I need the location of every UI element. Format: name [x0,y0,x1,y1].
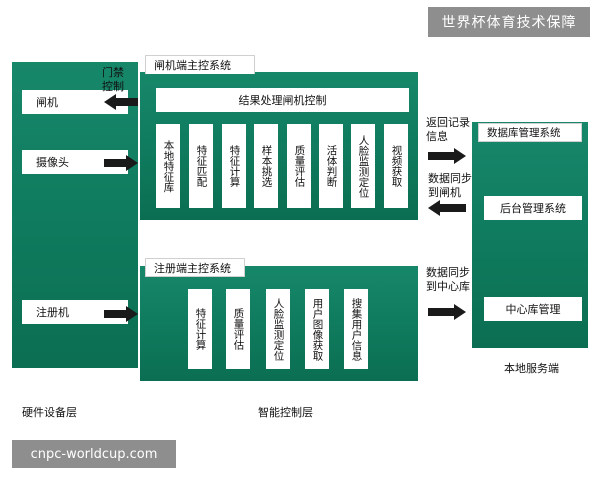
watermark-bottom: cnpc-worldcup.com [12,440,176,468]
sync-to-gate-arrow [428,200,466,216]
gate-module-feature-calc: 特征计算 [222,124,246,208]
gate-module-face-detect: 人脸监测定位 [351,124,375,208]
door-control-label: 门禁 控制 [102,66,124,93]
db-management-title: 数据库管理系统 [478,123,582,142]
camera-to-gate-arrow [104,155,138,171]
gate-module-sample-select: 样本挑选 [254,124,278,208]
result-processing-bar: 结果处理闸机控制 [156,88,409,112]
central-db-management-box: 中心库管理 [484,297,582,321]
sync-to-center-arrow [428,304,466,320]
gate-module-liveness: 活体判断 [319,124,343,208]
reg-module-user-info: 搜集用户信息 [344,289,368,369]
gate-module-video-capture: 视频获取 [384,124,408,208]
reg-module-feature-calc: 特征计算 [188,289,212,369]
reg-module-face-detect: 人脸监测定位 [266,289,290,369]
gate-module-feature-match: 特征匹配 [189,124,213,208]
door-control-arrow [104,94,138,110]
sync-to-center-label: 数据同步 到中心库 [426,266,470,293]
gate-module-local-feature-lib: 本地特征库 [156,124,180,208]
local-server-caption: 本地服务端 [504,362,559,375]
register-control-title: 注册端主控系统 [145,258,245,277]
backend-management-box: 后台管理系统 [484,196,582,220]
register-to-control-arrow [104,306,138,322]
sync-to-gate-label: 数据同步 到闸机 [428,172,472,199]
return-record-arrow [428,148,466,164]
reg-module-user-image: 用户图像获取 [305,289,329,369]
gate-control-title: 闸机端主控系统 [145,55,255,74]
gate-module-quality-eval: 质量评估 [287,124,311,208]
control-layer-caption: 智能控制层 [258,406,313,419]
return-record-label: 返回记录 信息 [426,116,470,143]
hardware-layer-caption: 硬件设备层 [22,406,77,419]
reg-module-quality-eval: 质量评估 [226,289,250,369]
watermark-top: 世界杯体育技术保障 [428,7,590,37]
